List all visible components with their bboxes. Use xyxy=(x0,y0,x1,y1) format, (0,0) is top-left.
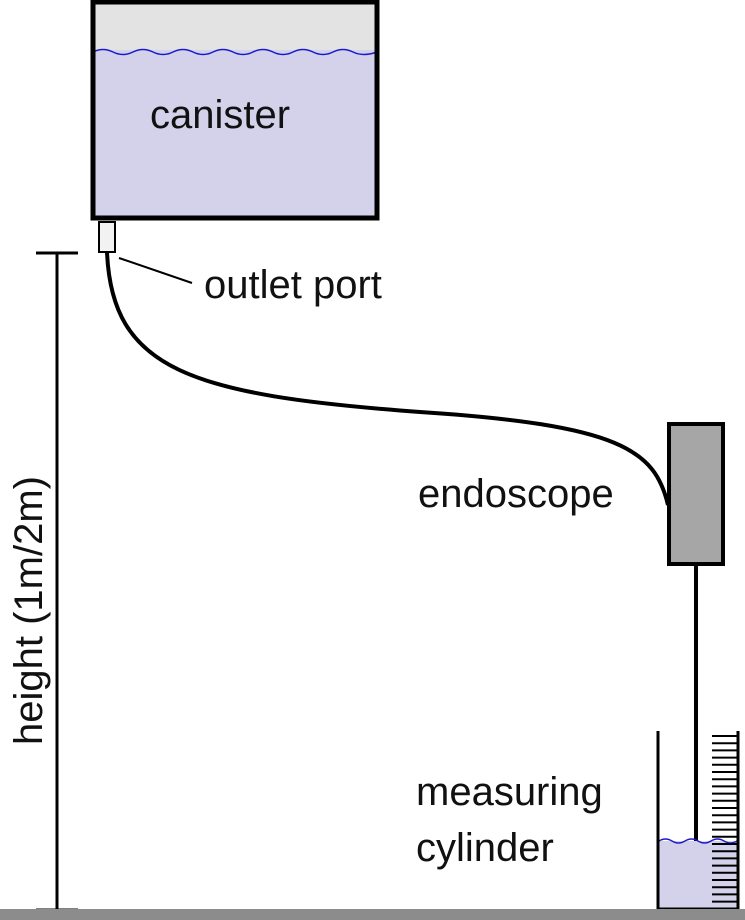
cylinder-liquid xyxy=(659,841,737,910)
canister-liquid xyxy=(93,50,377,218)
height-label: height (1m/2m) xyxy=(7,476,51,745)
cylinder-graduations xyxy=(712,735,737,903)
canister-label: canister xyxy=(150,93,290,137)
height-dimension: height (1m/2m) xyxy=(7,251,78,912)
measuring-cylinder: measuring cylinder xyxy=(416,731,740,911)
measuring-cylinder-label-line2: cylinder xyxy=(416,826,554,870)
tubing xyxy=(105,251,670,506)
canister-liquid-surface xyxy=(92,48,378,56)
endoscope-body xyxy=(667,422,725,566)
outlet-port-leader xyxy=(118,257,193,284)
floor xyxy=(0,909,745,920)
outlet-port-label: outlet port xyxy=(204,263,382,307)
endoscope-label: endoscope xyxy=(418,472,614,516)
outlet-port-nozzle xyxy=(98,221,116,253)
canister-headspace xyxy=(93,2,377,52)
cylinder-liquid-surface xyxy=(658,838,738,844)
canister-outline xyxy=(90,0,380,221)
outlet-port: outlet port xyxy=(98,221,382,307)
canister: canister xyxy=(90,0,380,221)
measuring-cylinder-label-line1: measuring xyxy=(416,770,603,814)
